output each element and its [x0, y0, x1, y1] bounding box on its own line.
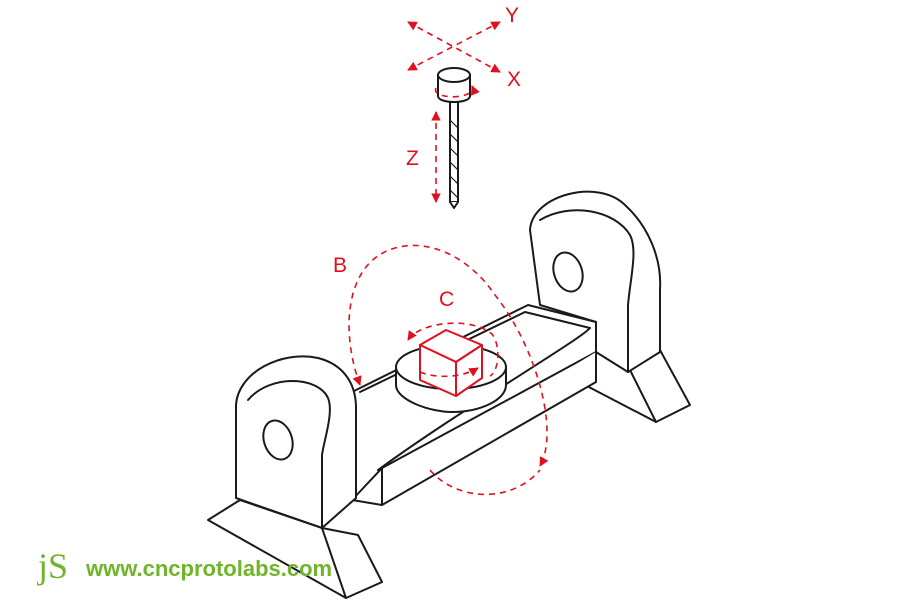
left-foot [207, 499, 383, 599]
axis-labels: Y X Z B C [333, 4, 521, 311]
c-axis-guide-lower [419, 367, 479, 378]
c-axis-guide [407, 322, 499, 377]
b-axis-guide-lower [429, 469, 541, 496]
right-upright [529, 190, 662, 373]
spindle-rotation-guide [435, 85, 480, 98]
right-pivot-hole [552, 251, 584, 293]
axis-label-x: X [507, 68, 521, 91]
axis-guides [348, 21, 549, 496]
axis-label-y: Y [505, 4, 519, 27]
axis-label-z: Z [406, 147, 419, 170]
axis-label-b: B [333, 254, 347, 277]
axis-label-c: C [439, 288, 454, 311]
left-pivot-hole [262, 419, 294, 461]
brand-logo: jS [36, 546, 68, 586]
cutting-tool [437, 67, 471, 209]
watermark: jS www.cncprotolabs.com [36, 546, 332, 586]
left-upright [235, 355, 357, 529]
website-url: www.cncprotolabs.com [85, 556, 332, 581]
b-axis-guide [348, 244, 549, 467]
